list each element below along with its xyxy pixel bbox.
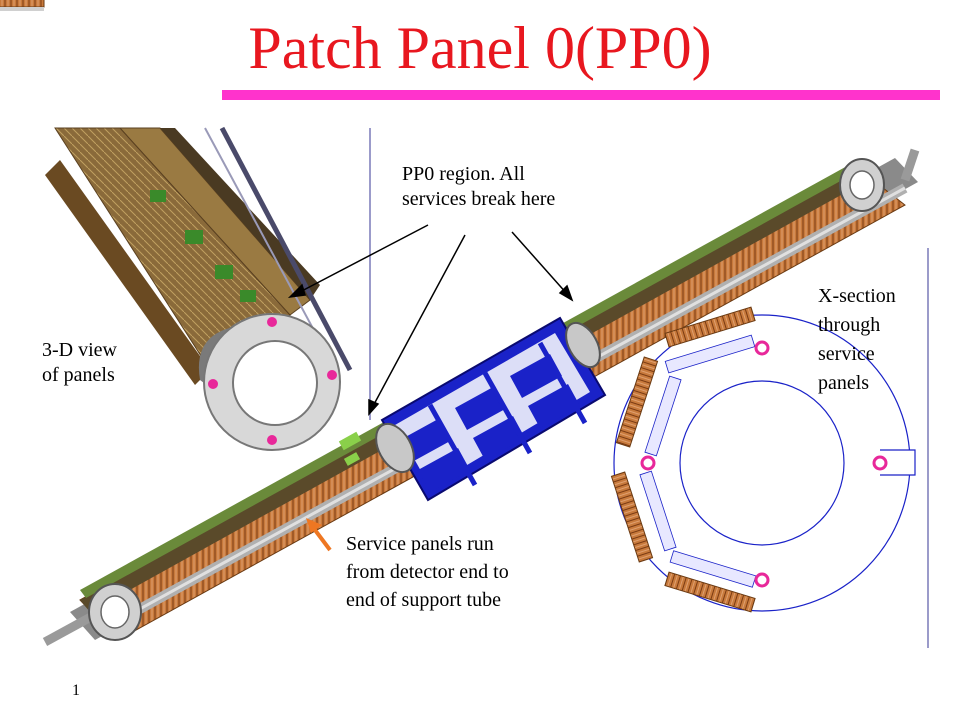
label-line: 3-D view [42,339,117,361]
label-line: services break here [402,188,556,210]
pp0-frame [375,316,607,502]
label-line: through [818,314,881,336]
label-line: service [818,343,875,365]
title-underline [222,90,940,100]
slide-title: Patch Panel 0(PP0) [248,15,712,81]
service-panels-label: Service panels run from detector end to … [346,530,509,614]
xsection-label: X-section through service panels [818,282,896,398]
label-line: panels [818,372,870,394]
label-line: of panels [42,364,115,386]
label-line: PP0 region. All [402,163,525,185]
annotation-arrows [287,224,574,416]
3d-view-label: 3-D view of panels [42,338,117,388]
orange-arrow [306,518,332,552]
panel-xsection [0,0,916,613]
label-line: end of support tube [346,589,501,611]
label-line: Service panels run [346,533,494,555]
label-line: from detector end to [346,561,509,583]
page-number: 1 [72,682,80,699]
panel-3d-view [45,126,353,451]
pp0-region-label: PP0 region. All services break here [402,162,555,212]
label-line: X-section [818,285,896,307]
